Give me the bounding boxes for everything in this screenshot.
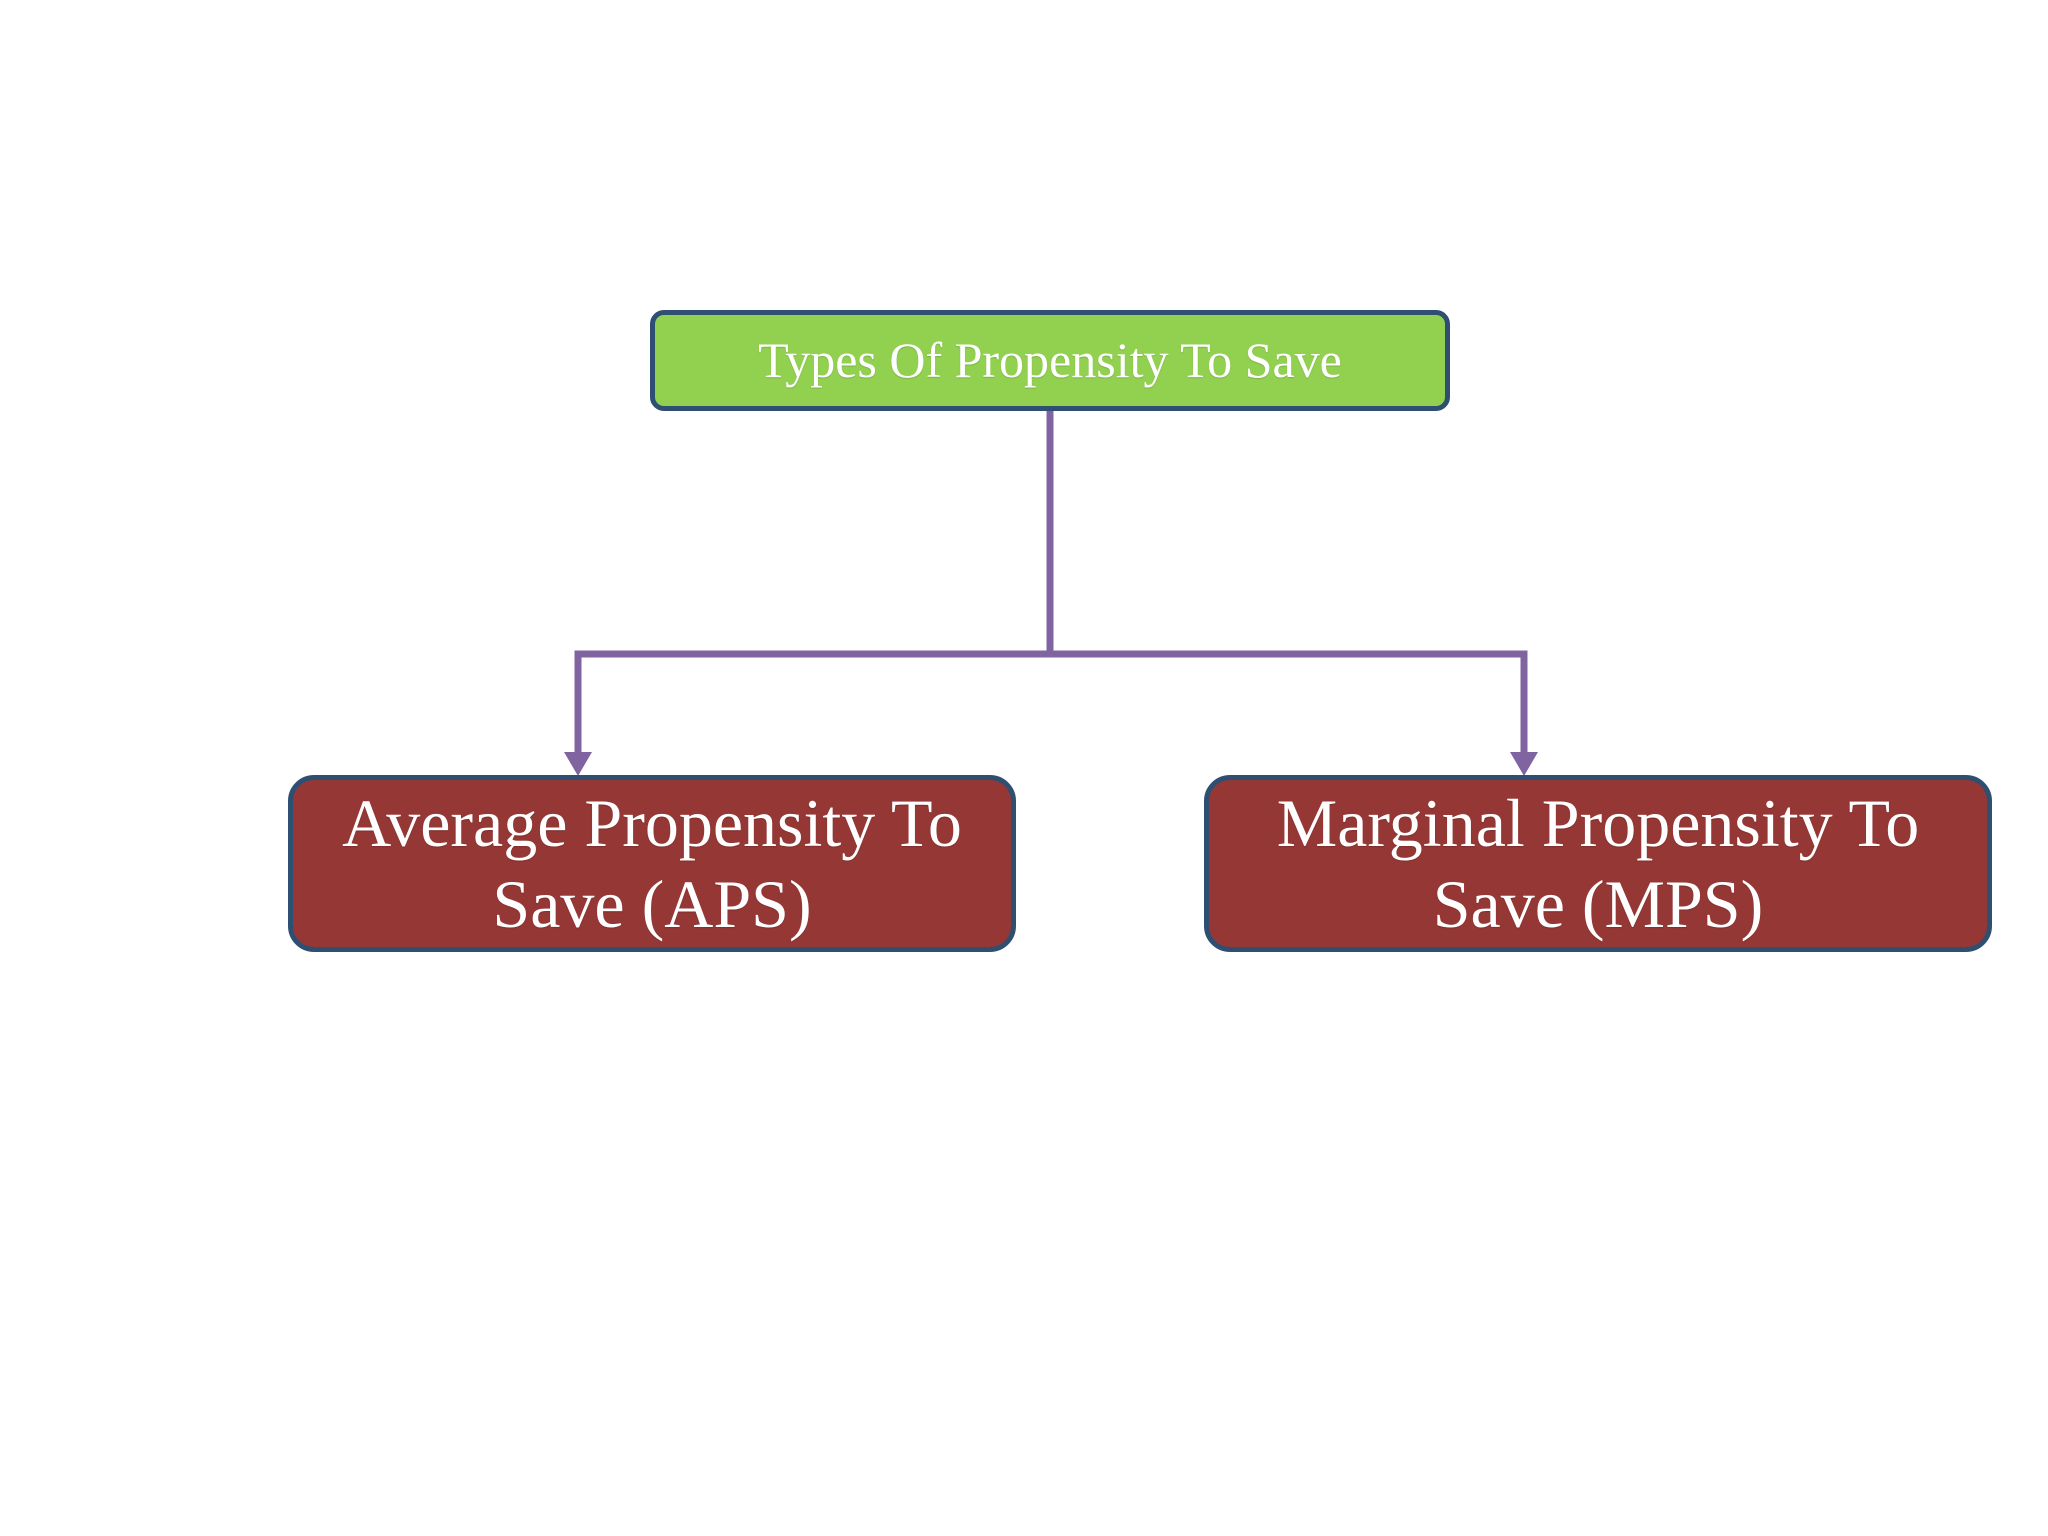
left-arrowhead: [564, 752, 592, 776]
mps-node-label: Marginal Propensity To Save (MPS): [1276, 785, 1920, 942]
root-node-label: Types Of Propensity To Save: [758, 332, 1342, 388]
right-arrowhead: [1510, 752, 1538, 776]
aps-node: Average Propensity To Save (APS): [288, 775, 1016, 952]
root-node: Types Of Propensity To Save: [650, 310, 1450, 411]
aps-node-label: Average Propensity To Save (APS): [342, 785, 962, 942]
mps-node: Marginal Propensity To Save (MPS): [1204, 775, 1992, 952]
